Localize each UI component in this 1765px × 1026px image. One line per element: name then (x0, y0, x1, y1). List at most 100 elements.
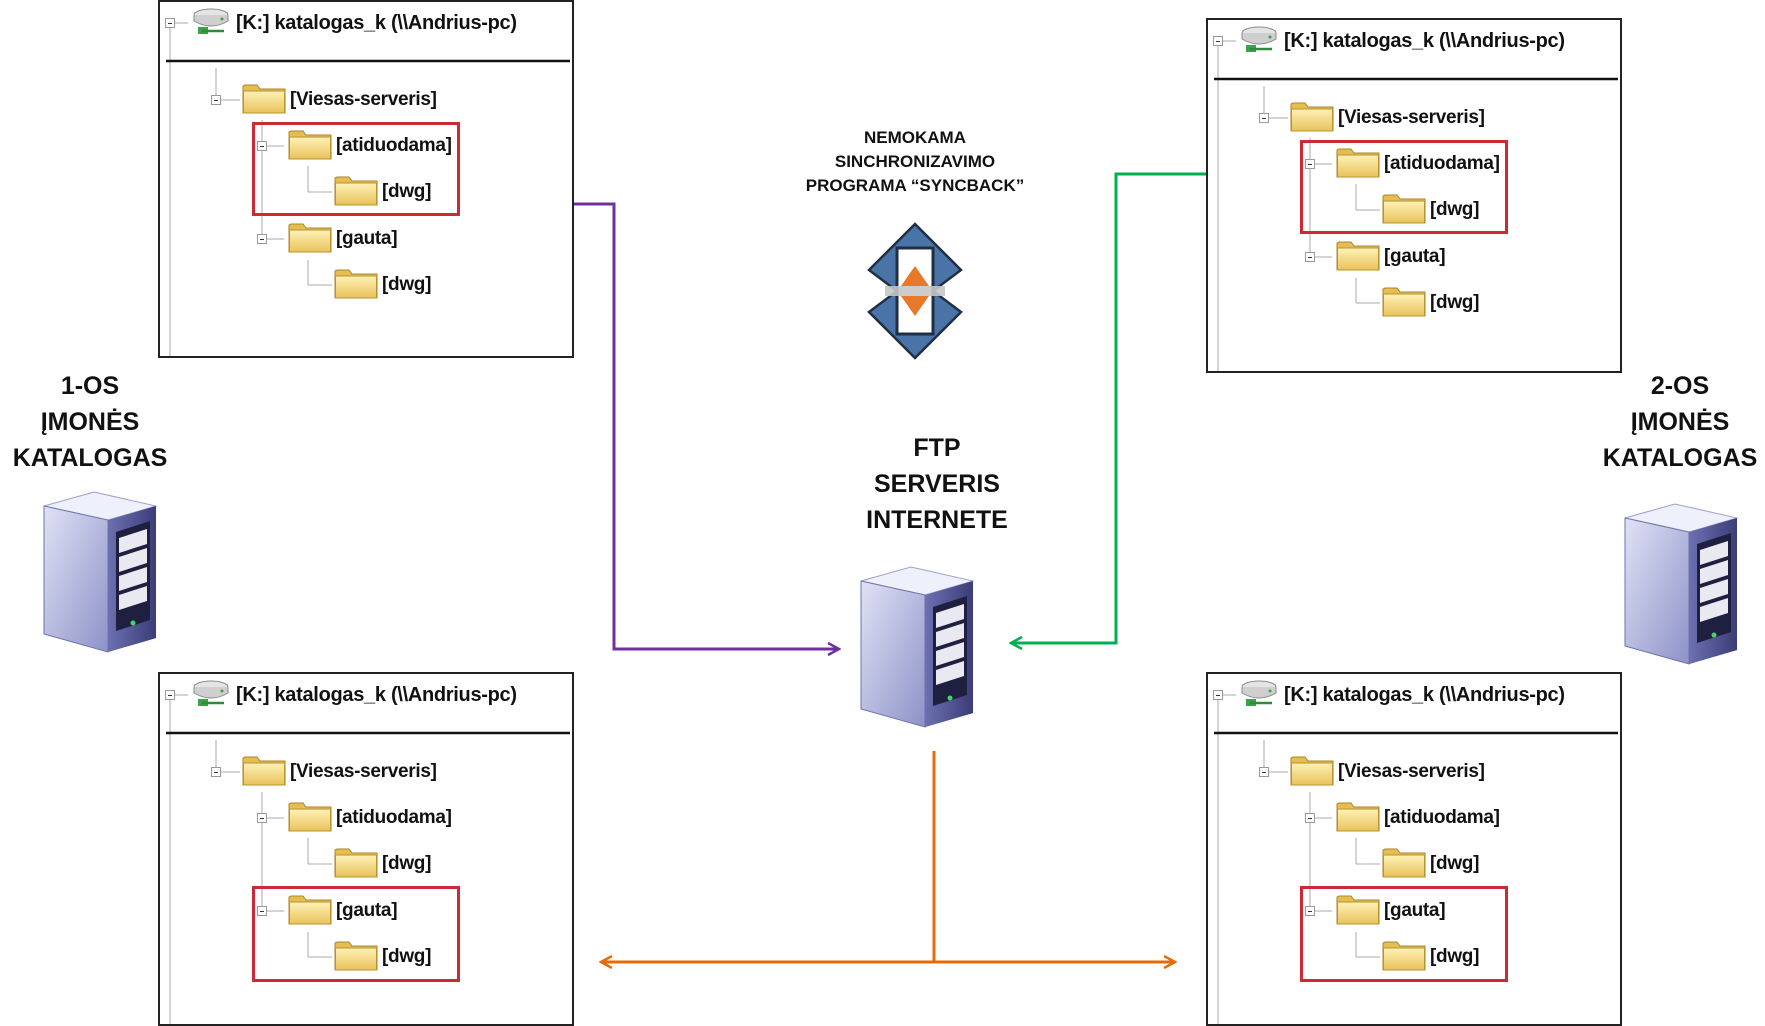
collapse-toggle-icon[interactable] (211, 767, 221, 777)
folder-icon (1382, 191, 1426, 230)
highlight-box (252, 886, 460, 982)
server-tower-icon (855, 563, 979, 736)
folder-dwg[interactable]: [dwg] (1382, 937, 1479, 977)
folder-viesas-serveris[interactable]: [Viesas-serveris] (1290, 98, 1485, 138)
folder-icon (1336, 145, 1380, 184)
collapse-toggle-icon[interactable] (1305, 906, 1315, 916)
folder-atiduodama[interactable]: [atiduodama] (288, 126, 452, 166)
folder-atiduodama[interactable]: [atiduodama] (288, 798, 452, 838)
folder-label: [atiduodama] (1384, 807, 1500, 828)
folder-dwg[interactable]: [dwg] (334, 937, 431, 977)
collapse-toggle-icon[interactable] (165, 690, 175, 700)
highlight-box (1300, 886, 1508, 982)
collapse-toggle-icon[interactable] (257, 813, 267, 823)
folder-gauta[interactable]: [gauta] (1336, 237, 1446, 277)
folder-atiduodama[interactable]: [atiduodama] (1336, 798, 1500, 838)
collapse-toggle-icon[interactable] (257, 906, 267, 916)
folder-icon (334, 173, 378, 212)
folder-icon (1336, 799, 1380, 838)
folder-viesas-serveris[interactable]: [Viesas-serveris] (242, 752, 437, 792)
syncback-label: NEMOKAMA SINCHRONIZAVIMO PROGRAMA “SYNCB… (805, 128, 1025, 195)
folder-icon (334, 938, 378, 977)
folder-icon (1382, 845, 1426, 884)
folder-viesas-serveris[interactable]: [Viesas-serveris] (242, 80, 437, 120)
folder-icon (288, 220, 332, 259)
folder-icon (1336, 892, 1380, 931)
drive-label: [K:] katalogas_k (\\Andrius-pc) (236, 11, 517, 34)
folder-dwg[interactable]: [dwg] (1382, 844, 1479, 884)
drive-row[interactable]: [K:] katalogas_k (\\Andrius-pc) (190, 3, 517, 43)
upload-arrow-right (1012, 172, 1207, 643)
upload-arrow-left (570, 202, 838, 649)
folder-gauta[interactable]: [gauta] (1336, 891, 1446, 931)
folder-dwg[interactable]: [dwg] (1382, 190, 1479, 230)
folder-icon (1290, 753, 1334, 792)
folder-icon (288, 892, 332, 931)
folder-label: [Viesas-serveris] (1338, 107, 1485, 128)
collapse-toggle-icon[interactable] (1305, 252, 1315, 262)
company-2-label: 2-OS ĮMONĖS KATALOGAS (1602, 372, 1758, 472)
collapse-toggle-icon[interactable] (1213, 36, 1223, 46)
drive-row[interactable]: [K:] katalogas_k (\\Andrius-pc) (190, 675, 517, 715)
company-1-label: 1-OS ĮMONĖS KATALOGAS (12, 372, 168, 472)
collapse-toggle-icon[interactable] (165, 18, 175, 28)
collapse-toggle-icon[interactable] (257, 234, 267, 244)
folder-label: [dwg] (1430, 946, 1480, 967)
collapse-toggle-icon[interactable] (1259, 113, 1269, 123)
collapse-toggle-icon[interactable] (211, 95, 221, 105)
folder-label: [Viesas-serveris] (1338, 761, 1485, 782)
folder-label: [gauta] (336, 228, 398, 249)
folder-label: [gauta] (1384, 900, 1446, 921)
folder-tree-panel-bottom-right: [K:] katalogas_k (\\Andrius-pc) [Viesas-… (1206, 672, 1622, 1026)
drive-row[interactable]: [K:] katalogas_k (\\Andrius-pc) (1238, 21, 1565, 61)
folder-label: [gauta] (1384, 246, 1446, 267)
ftp-server-label: FTP SERVERIS INTERNETE (866, 434, 1008, 534)
folder-label: [dwg] (382, 274, 432, 295)
folder-tree-panel-top-left: [K:] katalogas_k (\\Andrius-pc) [Viesas-… (158, 0, 574, 358)
folder-icon (1290, 99, 1334, 138)
folder-dwg[interactable]: [dwg] (1382, 283, 1479, 323)
folder-label: [dwg] (1430, 292, 1480, 313)
syncback-logo-icon (867, 222, 963, 360)
folder-tree-panel-bottom-left: [K:] katalogas_k (\\Andrius-pc) [Viesas-… (158, 672, 574, 1026)
collapse-toggle-icon[interactable] (1259, 767, 1269, 777)
folder-gauta[interactable]: [gauta] (288, 891, 398, 931)
folder-label: [dwg] (382, 181, 432, 202)
folder-icon (1382, 938, 1426, 977)
folder-label: [atiduodama] (1384, 153, 1500, 174)
folder-icon (334, 266, 378, 305)
folder-viesas-serveris[interactable]: [Viesas-serveris] (1290, 752, 1485, 792)
folder-label: [dwg] (382, 946, 432, 967)
collapse-toggle-icon[interactable] (1213, 690, 1223, 700)
folder-label: [dwg] (1430, 199, 1480, 220)
network-drive-icon (1238, 677, 1280, 714)
drive-label: [K:] katalogas_k (\\Andrius-pc) (1284, 29, 1565, 52)
drive-label: [K:] katalogas_k (\\Andrius-pc) (236, 683, 517, 706)
drive-label: [K:] katalogas_k (\\Andrius-pc) (1284, 683, 1565, 706)
server-tower-icon (38, 488, 162, 661)
folder-icon (1382, 284, 1426, 323)
server-tower-icon (1619, 500, 1743, 673)
folder-dwg[interactable]: [dwg] (334, 265, 431, 305)
network-drive-icon (190, 677, 232, 714)
collapse-toggle-icon[interactable] (1305, 159, 1315, 169)
folder-label: [atiduodama] (336, 807, 452, 828)
folder-label: [atiduodama] (336, 135, 452, 156)
folder-gauta[interactable]: [gauta] (288, 219, 398, 259)
folder-atiduodama[interactable]: [atiduodama] (1336, 144, 1500, 184)
highlight-box (252, 122, 460, 216)
folder-label: [dwg] (1430, 853, 1480, 874)
collapse-toggle-icon[interactable] (257, 141, 267, 151)
folder-dwg[interactable]: [dwg] (334, 844, 431, 884)
network-drive-icon (1238, 23, 1280, 60)
folder-label: [Viesas-serveris] (290, 89, 437, 110)
folder-icon (288, 799, 332, 838)
folder-label: [Viesas-serveris] (290, 761, 437, 782)
folder-label: [gauta] (336, 900, 398, 921)
folder-dwg[interactable]: [dwg] (334, 172, 431, 212)
drive-row[interactable]: [K:] katalogas_k (\\Andrius-pc) (1238, 675, 1565, 715)
folder-label: [dwg] (382, 853, 432, 874)
folder-icon (1336, 238, 1380, 277)
collapse-toggle-icon[interactable] (1305, 813, 1315, 823)
